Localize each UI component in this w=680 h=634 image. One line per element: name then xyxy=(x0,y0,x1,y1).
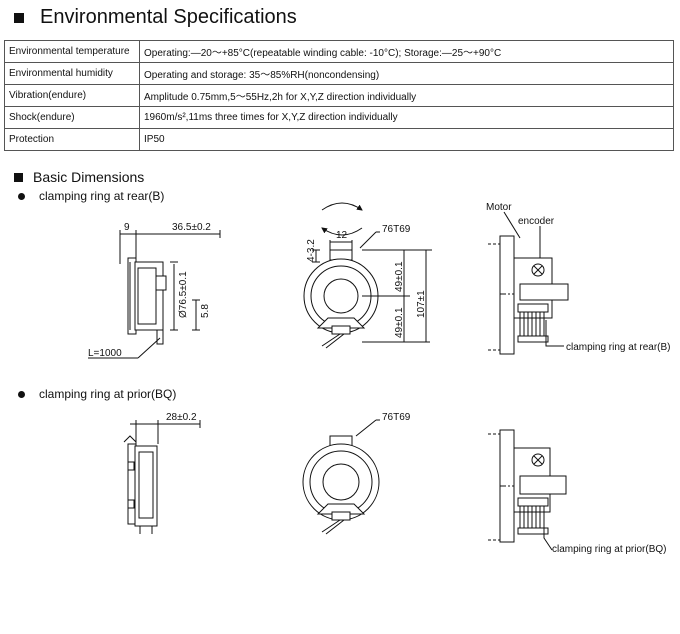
dim-107: 107±1 xyxy=(416,290,427,318)
bullet-prior: clamping ring at prior(BQ) xyxy=(18,387,176,401)
dim-9: 9 xyxy=(124,222,130,233)
callout-rear: clamping ring at rear(B) xyxy=(566,342,670,353)
prior-mounted-view xyxy=(488,429,567,551)
square-bullet-icon xyxy=(14,172,23,182)
dim-5-8: 5.8 xyxy=(200,304,211,318)
prior-side-view xyxy=(123,420,201,534)
prior-front-view xyxy=(302,419,380,535)
dot-icon xyxy=(18,192,25,200)
page-title: Environmental Specifications xyxy=(14,6,297,29)
spec-value: IP50 xyxy=(139,128,674,151)
dot-icon xyxy=(18,390,25,398)
model-label-rear: 76T69 xyxy=(382,224,411,235)
dim-cable: L=1000 xyxy=(88,348,122,359)
dim-diameter: Ø76.5±0.1 xyxy=(178,271,189,318)
dim-depth-rear: 36.5±0.2 xyxy=(172,222,211,233)
dim-12: 12 xyxy=(336,230,348,241)
callout-prior: clamping ring at prior(BQ) xyxy=(552,544,666,555)
dim-depth-prior: 28±0.2 xyxy=(166,412,197,423)
bullet-rear: clamping ring at rear(B) xyxy=(18,189,164,203)
encoder-label: encoder xyxy=(518,216,555,227)
square-bullet-icon xyxy=(14,12,24,23)
dim-4-3-2: 4-3.2 xyxy=(306,239,317,262)
dim-49-upper: 49±0.1 xyxy=(394,261,405,292)
motor-label: Motor xyxy=(486,202,512,213)
table-row: Vibration(endure)Amplitude 0.75mm,5～55Hz… xyxy=(4,84,674,107)
rear-front-view xyxy=(303,202,432,349)
page-title-text: Environmental Specifications xyxy=(40,6,297,28)
bullet-rear-text: clamping ring at rear(B) xyxy=(39,189,165,203)
section-title-text: Basic Dimensions xyxy=(33,169,145,185)
dim-49-lower: 49±0.1 xyxy=(394,307,405,338)
model-label-prior: 76T69 xyxy=(382,412,411,423)
section-title: Basic Dimensions xyxy=(14,169,144,185)
bullet-prior-text: clamping ring at prior(BQ) xyxy=(39,387,177,401)
rear-side-view xyxy=(88,230,221,359)
rear-mounted-view xyxy=(488,211,569,355)
